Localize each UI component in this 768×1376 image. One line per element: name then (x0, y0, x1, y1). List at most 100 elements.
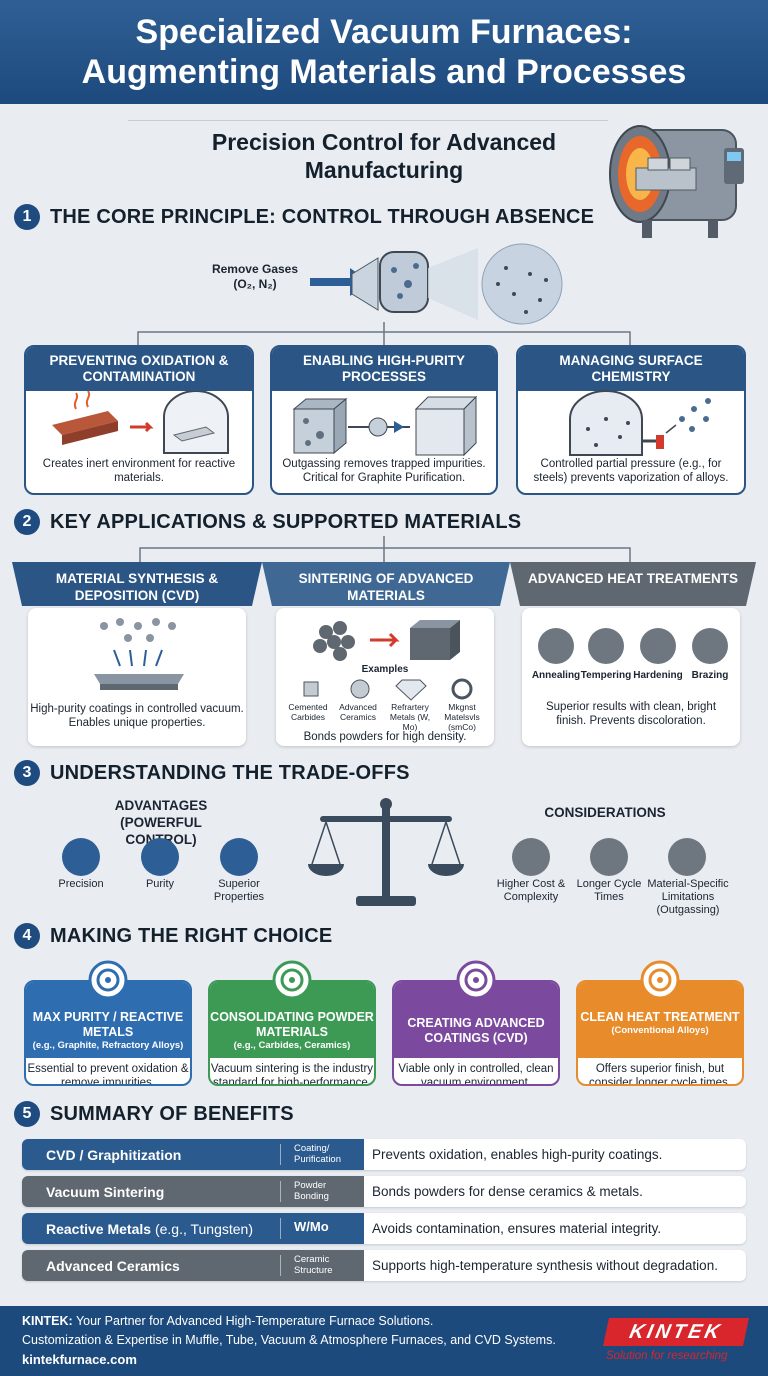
target-icon-purple (456, 960, 496, 1000)
balance-scale-icon (308, 798, 464, 906)
summary-row-tag: Coating/ Purification (294, 1143, 341, 1165)
remove-gases-label: Remove Gases (O₂, N₂) (200, 262, 310, 292)
choice-title: CLEAN HEAT TREATMENT (580, 1010, 740, 1024)
title-line-2: Augmenting Materials and Processes (81, 53, 687, 91)
summary-row-benefit: Avoids contamination, ensures material i… (372, 1221, 662, 1236)
superior-properties-icon (220, 838, 258, 876)
choice-subtitle: (Conventional Alloys) (611, 1025, 709, 1036)
purity-icon (292, 395, 478, 457)
section-5-header: 5 SUMMARY OF BENEFITS (14, 1101, 294, 1127)
summary-row: Reactive Metals (e.g., Tungsten) W/Mo Av… (22, 1213, 746, 1244)
choice-description: Viable only in controlled, clean vacuum … (398, 1063, 554, 1086)
examples-icons (303, 678, 473, 701)
summary-row-benefit: Supports high-temperature synthesis with… (372, 1258, 718, 1273)
section-4-number: 4 (14, 923, 40, 949)
choice-title: CONSOLIDATING POWDER MATERIALS (210, 1010, 374, 1039)
section-5-title: SUMMARY OF BENEFITS (50, 1102, 294, 1125)
advantage-purity: Purity (145, 878, 175, 890)
header-banner: Specialized Vacuum Furnaces: Augmenting … (0, 0, 768, 104)
ribbon-synthesis-bg (12, 562, 262, 606)
section-3-title: UNDERSTANDING THE TRADE-OFFS (50, 761, 410, 784)
card-high-purity: ENABLING HIGH-PURITY PROCESSES Outgassin… (270, 345, 498, 495)
section-3-header: 3 UNDERSTANDING THE TRADE-OFFS (14, 760, 410, 786)
precision-icon (62, 838, 100, 876)
summary-row-separator (280, 1218, 281, 1239)
choice-consolidating-powder: CONSOLIDATING POWDER MATERIALS (e.g., Ca… (208, 980, 376, 1086)
cvd-deposition-icon (94, 618, 184, 690)
section-4-title: MAKING THE RIGHT CHOICE (50, 924, 333, 947)
section-1-number: 1 (14, 204, 40, 230)
remove-gases-text: Remove Gases (211, 262, 299, 276)
section-1-title: THE CORE PRINCIPLE: CONTROL THROUGH ABSE… (50, 205, 595, 228)
choice-advanced-coatings: CREATING ADVANCED COATINGS (CVD) Viable … (392, 980, 560, 1086)
example-refractory-metals: Refrartery Metals (W, Mo) (389, 702, 431, 732)
ribbon-sintering: SINTERING OF ADVANCED MATERIALS (298, 571, 474, 603)
ribbon-sintering-bg (262, 562, 510, 606)
consideration-limitations: Material-Specific Limitations (Outgassin… (647, 878, 729, 916)
choice-subtitle: (e.g., Carbides, Ceramics) (233, 1040, 351, 1051)
footer-site-link[interactable]: kintekfurnace.com (22, 1352, 137, 1367)
summary-row: CVD / Graphitization Coating/ Purificati… (22, 1139, 746, 1170)
limitations-icon (668, 838, 706, 876)
title-line-1: Specialized Vacuum Furnaces: (135, 13, 633, 51)
considerations-title: CONSIDERATIONS (544, 805, 666, 820)
card-title: ENABLING HIGH-PURITY PROCESSES (272, 347, 496, 391)
panel-synthesis: High-purity coatings in controlled vacuu… (28, 608, 246, 746)
summary-row-separator (280, 1255, 281, 1276)
furnace-illustration (609, 125, 744, 238)
synthesis-description: High-purity coatings in controlled vacuu… (30, 703, 244, 729)
card-description: Creates inert environment for reactive m… (42, 458, 236, 484)
oxidation-icon (52, 391, 229, 454)
footer: KINTEK: Your Partner for Advanced High-T… (0, 1306, 768, 1376)
advantage-precision: Precision (58, 878, 104, 890)
summary-row-tag: Powder Bonding (294, 1180, 329, 1202)
consideration-cycle-times: Longer Cycle Times (576, 878, 642, 903)
purity-icon (141, 838, 179, 876)
heat-item-brazing: Brazing (691, 670, 729, 681)
ribbon-heat: ADVANCED HEAT TREATMENTS (528, 571, 738, 586)
summary-row-tag: W/Mo (294, 1219, 329, 1234)
vacuum-chamber-diagram (310, 243, 563, 325)
gases-formula: (O₂, N₂) (233, 277, 277, 291)
section-1-header: 1 THE CORE PRINCIPLE: CONTROL THROUGH AB… (14, 204, 594, 230)
choice-clean-heat-treatment: CLEAN HEAT TREATMENT (Conventional Alloy… (576, 980, 744, 1086)
example-cemented-carbides: Cemented Carbides (288, 702, 328, 722)
logo-tagline: Solution for researching (606, 1350, 728, 1362)
summary-row-label: CVD / Graphitization Coating/ Purificati… (22, 1139, 364, 1170)
hardening-icon (640, 628, 676, 664)
target-icon-orange (640, 960, 680, 1000)
heat-item-annealing: Annealing (531, 670, 581, 681)
examples-label: Examples (361, 664, 409, 675)
example-magnet-materials: Mkgnst Matelsvls (smCo) (444, 702, 480, 732)
target-icon-blue (88, 960, 128, 1000)
card-description: Outgassing removes trapped impurities. C… (282, 458, 486, 484)
choice-description: Vacuum sintering is the industry standar… (210, 1063, 374, 1086)
sintering-description: Bonds powders for high density. (303, 731, 467, 743)
heat-description: Superior results with clean, bright fini… (545, 701, 717, 727)
brazing-icon (692, 628, 728, 664)
subtitle: Precision Control for Advanced Manufactu… (211, 129, 557, 183)
footer-line-1: KINTEK: Your Partner for Advanced High-T… (22, 1314, 434, 1328)
section-3-number: 3 (14, 760, 40, 786)
choice-description: Offers superior finish, but consider lon… (589, 1063, 731, 1086)
summary-row-benefit: Bonds powders for dense ceramics & metal… (372, 1184, 643, 1199)
kintek-logo: KINTEK (603, 1318, 749, 1346)
summary-row-label: Advanced Ceramics Ceramic Structure (22, 1250, 364, 1281)
summary-row-name: Vacuum Sintering (46, 1184, 165, 1200)
ribbon-heat-bg (510, 562, 756, 606)
section-1-connectors (137, 322, 631, 346)
panel-heat: Annealing Tempering Hardening Brazing Su… (522, 608, 740, 746)
choice-title: MAX PURITY / REACTIVE METALS (32, 1010, 184, 1039)
summary-row: Vacuum Sintering Powder Bonding Bonds po… (22, 1176, 746, 1207)
sintering-icon (313, 620, 460, 661)
card-preventing-oxidation: PREVENTING OXIDATION & CONTAMINATION Cre… (24, 345, 254, 495)
card-description: Controlled partial pressure (e.g., for s… (533, 458, 729, 484)
ribbon-synthesis: MATERIAL SYNTHESIS & DEPOSITION (CVD) (55, 571, 219, 603)
section-5-number: 5 (14, 1101, 40, 1127)
section-2-header: 2 KEY APPLICATIONS & SUPPORTED MATERIALS (14, 509, 521, 535)
choice-title: CREATING ADVANCED COATINGS (CVD) (407, 1016, 545, 1045)
summary-row-separator (280, 1181, 281, 1202)
footer-line-2: Customization & Expertise in Muffle, Tub… (22, 1333, 556, 1347)
choice-description: Essential to prevent oxidation & remove … (27, 1063, 189, 1086)
clock-icon (590, 838, 628, 876)
